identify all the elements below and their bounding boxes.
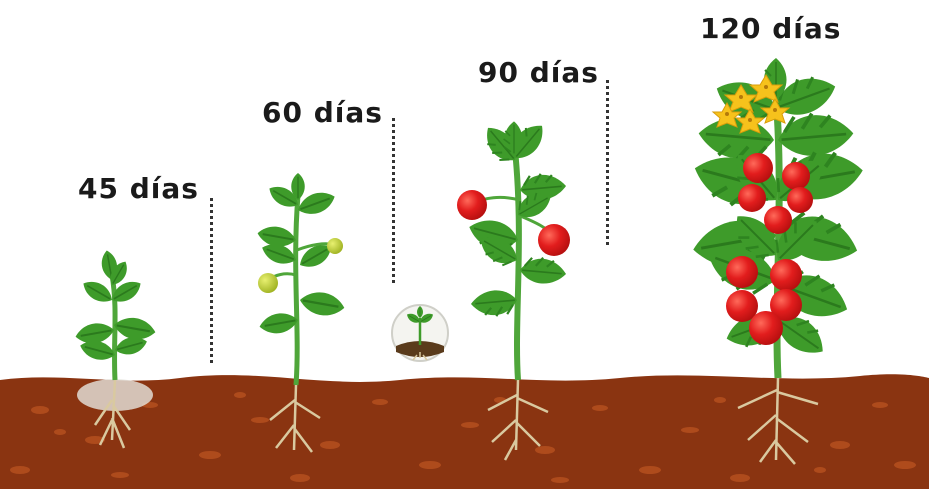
stage-label-60-days: 60 días	[262, 96, 383, 129]
height-marker-90	[606, 80, 609, 245]
agronomy-logo-badge	[392, 305, 448, 361]
stage-label-90-days: 90 días	[478, 56, 599, 89]
height-marker-45	[210, 198, 213, 363]
height-marker-60	[392, 118, 395, 283]
stage-label-45-days: 45 días	[78, 172, 199, 205]
stage-label-120-days: 120 días	[700, 12, 841, 45]
